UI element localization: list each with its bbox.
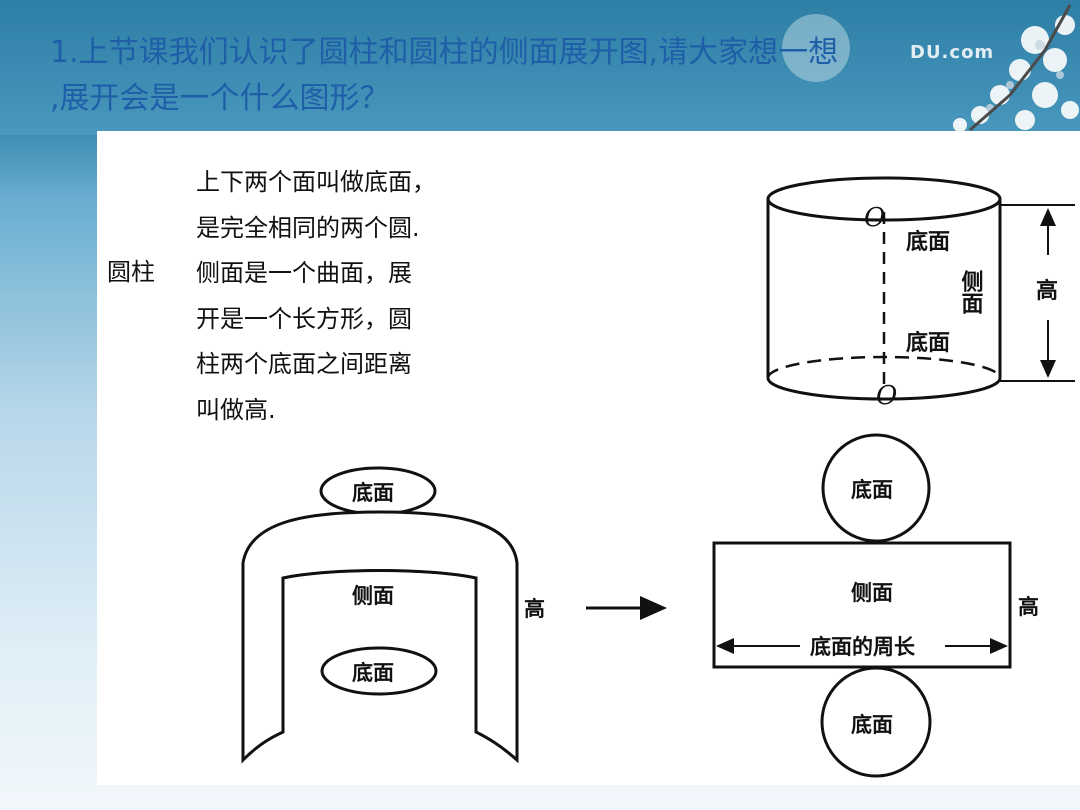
cylinder-bottom-front — [766, 377, 1002, 401]
net-bottom-base — [820, 666, 932, 778]
definition-text: 上下两个面叫做底面， 是完全相同的两个圆. 侧面是一个曲面，展 开是一个长方形，… — [196, 160, 496, 433]
cylinder-figure — [766, 176, 1075, 401]
net-top-base — [821, 433, 931, 543]
blossom-decoration — [953, 4, 1079, 132]
center-o-top: O — [864, 203, 885, 233]
watermark-logo — [782, 14, 850, 82]
unroll-top-base-label: 底面 — [352, 481, 394, 505]
definition-line: 侧面是一个曲面，展 — [196, 259, 412, 287]
header-band — [0, 0, 1080, 135]
unroll-bottom-base — [320, 646, 438, 696]
unrolling-figure — [241, 466, 519, 764]
cylinder-bottom-face-label: 底面 — [906, 330, 950, 356]
title-line-1: 1.上节课我们认识了圆柱和圆柱的侧面展开图,请大家想一想 — [50, 35, 839, 70]
net-height-label: 高 — [1018, 595, 1039, 619]
net-figure — [712, 433, 1012, 778]
net-bottom-base-label: 底面 — [851, 713, 893, 737]
cylinder-side-label: 侧面 — [958, 270, 984, 315]
cylinder-top-face-label: 底面 — [906, 229, 950, 255]
net-side-label: 侧面 — [851, 581, 893, 605]
definition-line: 叫做高. — [196, 395, 276, 424]
definition-line: 开是一个长方形，圆 — [196, 304, 412, 333]
definition-line: 上下两个面叫做底面， — [196, 168, 436, 196]
term-label: 圆柱 — [107, 258, 155, 286]
definition-line: 柱两个底面之间距离 — [196, 350, 412, 378]
definition-line: 是完全相同的两个圆. — [196, 213, 420, 242]
watermark-text: DU.com — [910, 42, 995, 63]
net-top-base-label: 底面 — [851, 478, 893, 502]
net-perimeter-label: 底面的周长 — [810, 635, 916, 659]
title-line-2: ,展开会是一个什么图形？ — [50, 81, 390, 116]
unroll-side-label: 侧面 — [352, 584, 394, 608]
center-o-bottom: O — [876, 381, 897, 411]
unroll-inner-curve — [282, 569, 477, 580]
unroll-height-label: 高 — [524, 597, 545, 621]
slide-title: 1.上节课我们认识了圆柱和圆柱的侧面展开图,请大家想一想 ,展开会是一个什么图形… — [50, 30, 1000, 122]
cylinder-height-label: 高 — [1036, 278, 1058, 304]
unroll-bottom-base-label: 底面 — [352, 661, 394, 685]
unroll-side-surface — [241, 510, 519, 764]
